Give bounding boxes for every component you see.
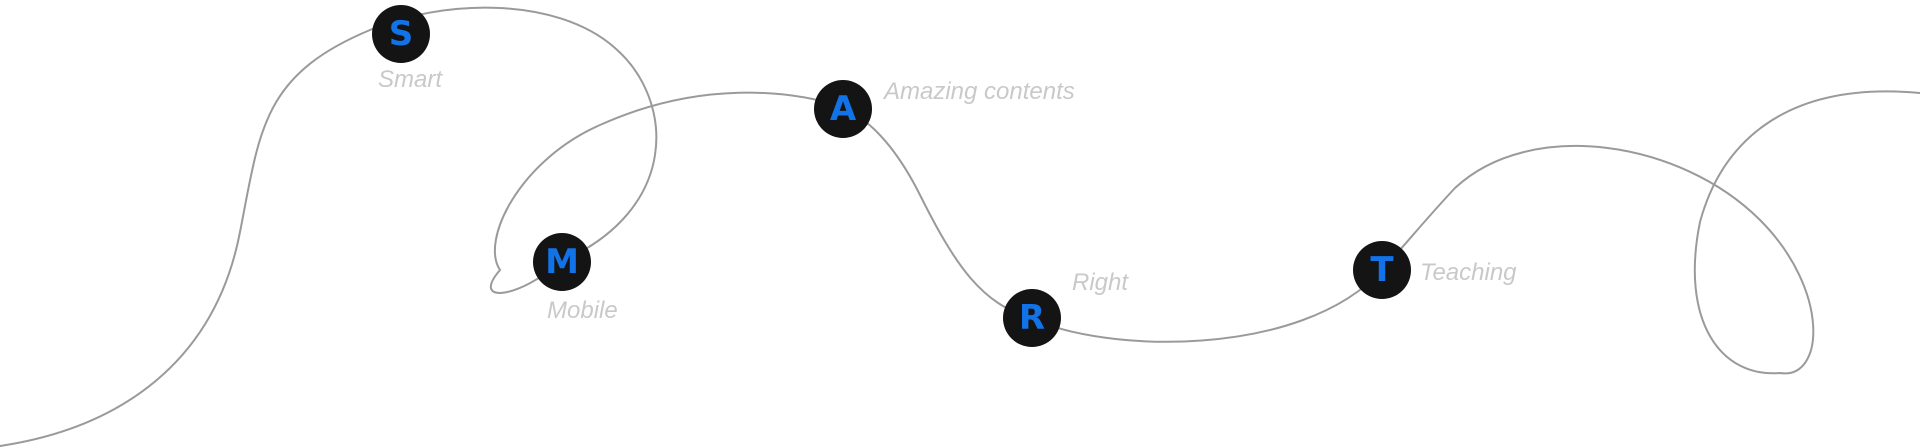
caption-smart: Smart <box>378 66 443 93</box>
node-a: A <box>814 80 872 138</box>
caption-amazing-contents: Amazing contents <box>884 78 1075 105</box>
node-m: M <box>533 233 591 291</box>
caption-mobile: Mobile <box>547 297 618 324</box>
node-r-letter: R <box>1018 298 1046 338</box>
node-r: R <box>1003 289 1061 347</box>
node-t: T <box>1353 241 1411 299</box>
node-a-letter: A <box>829 89 857 129</box>
curve-path <box>0 6 1920 447</box>
caption-right: Right <box>1072 269 1129 296</box>
node-s-letter: S <box>388 14 414 54</box>
node-t-letter: T <box>1370 250 1394 290</box>
node-s: S <box>372 5 430 63</box>
caption-teaching: Teaching <box>1420 259 1517 286</box>
node-m-letter: M <box>545 242 579 282</box>
